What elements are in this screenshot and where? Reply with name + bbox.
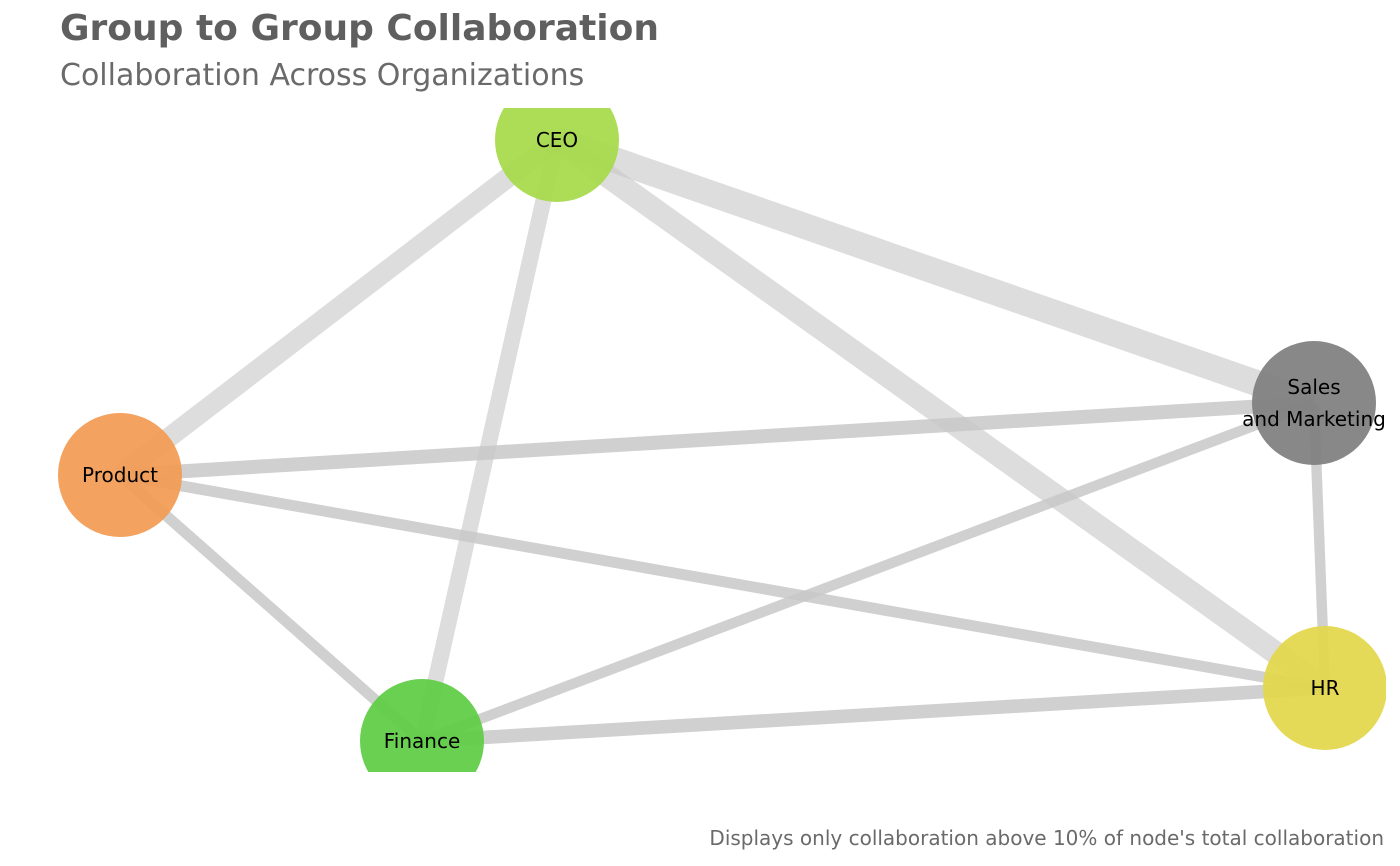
node-label-hr: HR (1311, 676, 1340, 700)
edge-finance-sales (420, 398, 1316, 746)
node-ceo: CEO (495, 108, 619, 202)
edge-product-sales (119, 396, 1315, 482)
edge-ceo-product (113, 132, 564, 483)
node-hr: HR (1263, 626, 1386, 750)
edges-layer (113, 127, 1332, 748)
edge-product-hr (119, 469, 1326, 694)
node-circle-product (58, 413, 182, 537)
node-finance: Finance (360, 679, 484, 772)
node-circle-ceo (495, 108, 619, 202)
edge-finance-hr (421, 681, 1326, 748)
node-label-sales: and Marketing (1242, 407, 1386, 431)
edge-product-finance (116, 470, 426, 746)
node-label-finance: Finance (384, 729, 461, 753)
chart-subtitle: Collaboration Across Organizations (60, 58, 585, 93)
edge-ceo-hr (550, 130, 1332, 698)
node-label-sales: Sales (1287, 375, 1340, 399)
chart-title: Group to Group Collaboration (60, 8, 659, 49)
node-label-ceo: CEO (536, 128, 578, 152)
node-circle-sales (1252, 341, 1376, 465)
node-label-product: Product (82, 463, 158, 487)
node-circle-hr (1263, 626, 1386, 750)
chart-caption: Displays only collaboration above 10% of… (709, 826, 1384, 850)
node-sales: Sales and Marketing (1242, 341, 1386, 465)
node-product: Product (58, 413, 182, 537)
node-circle-finance (360, 679, 484, 772)
edge-ceo-sales (552, 127, 1319, 416)
edge-ceo-finance (414, 138, 565, 743)
